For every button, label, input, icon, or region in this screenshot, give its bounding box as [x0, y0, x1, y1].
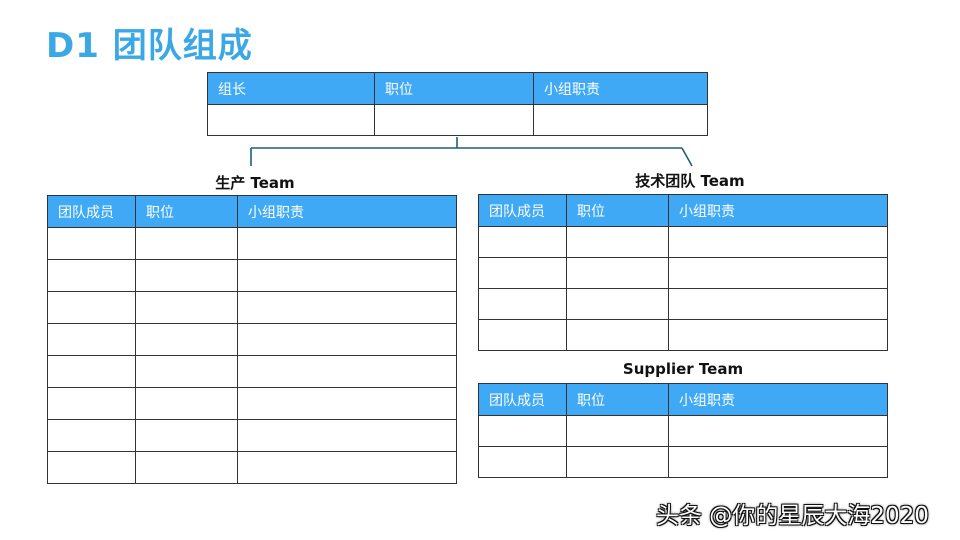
- table-row: [478, 226, 888, 258]
- table-row: [47, 387, 457, 420]
- tech-team-table: 团队成员 职位 小组职责: [478, 194, 888, 351]
- table-row: [47, 355, 457, 388]
- table-cell[interactable]: [533, 104, 708, 136]
- table-row: [47, 259, 457, 292]
- table-cell[interactable]: [47, 387, 136, 420]
- table-cell[interactable]: [207, 104, 375, 136]
- table-cell[interactable]: [135, 291, 238, 324]
- table-cell[interactable]: [566, 319, 669, 351]
- table-cell[interactable]: [47, 291, 136, 324]
- table-row: [478, 319, 888, 351]
- table-row: [47, 291, 457, 324]
- watermark: 头条 @你的星辰大海2020: [656, 503, 929, 529]
- table-cell[interactable]: [478, 319, 567, 351]
- table-cell[interactable]: [237, 291, 457, 324]
- table-cell[interactable]: [135, 387, 238, 420]
- table-row: [478, 446, 888, 478]
- table-cell[interactable]: [237, 387, 457, 420]
- table-row: [478, 257, 888, 289]
- header-member: 团队成员: [478, 383, 567, 416]
- table-row: [47, 227, 457, 260]
- leader-table: 组长 职位 小组职责: [207, 72, 708, 136]
- table-cell[interactable]: [668, 226, 888, 258]
- production-team-table: 团队成员 职位 小组职责: [47, 195, 457, 484]
- table-cell[interactable]: [566, 288, 669, 320]
- table-cell[interactable]: [47, 227, 136, 260]
- table-row: [47, 323, 457, 356]
- table-cell[interactable]: [478, 446, 567, 478]
- table-cell[interactable]: [668, 257, 888, 289]
- table-cell[interactable]: [668, 446, 888, 478]
- table-cell[interactable]: [566, 257, 669, 289]
- table-cell[interactable]: [135, 355, 238, 388]
- header-position: 职位: [566, 194, 669, 227]
- table-row: [47, 451, 457, 484]
- table-cell[interactable]: [135, 323, 238, 356]
- table-cell[interactable]: [237, 323, 457, 356]
- table-cell[interactable]: [566, 446, 669, 478]
- table-cell[interactable]: [566, 415, 669, 447]
- header-duty: 小组职责: [668, 194, 888, 227]
- table-cell[interactable]: [478, 257, 567, 289]
- header-position: 职位: [566, 383, 669, 416]
- table-cell[interactable]: [668, 415, 888, 447]
- table-cell[interactable]: [237, 419, 457, 452]
- table-cell[interactable]: [668, 288, 888, 320]
- page-title: D1 团队组成: [46, 26, 253, 66]
- header-position: 职位: [374, 72, 534, 105]
- production-team-label: 生产 Team: [215, 174, 295, 192]
- table-cell[interactable]: [135, 227, 238, 260]
- table-cell[interactable]: [135, 259, 238, 292]
- header-leader: 组长: [207, 72, 375, 105]
- supplier-team-label: Supplier Team: [622, 360, 744, 378]
- table-cell[interactable]: [478, 288, 567, 320]
- header-position: 职位: [135, 195, 238, 228]
- table-cell[interactable]: [374, 104, 534, 136]
- header-member: 团队成员: [47, 195, 136, 228]
- table-cell[interactable]: [478, 226, 567, 258]
- table-cell[interactable]: [47, 355, 136, 388]
- table-cell[interactable]: [237, 227, 457, 260]
- table-cell[interactable]: [47, 419, 136, 452]
- table-cell[interactable]: [135, 451, 238, 484]
- table-cell[interactable]: [237, 355, 457, 388]
- table-row: [478, 288, 888, 320]
- table-cell[interactable]: [47, 323, 136, 356]
- table-cell[interactable]: [237, 259, 457, 292]
- header-duty: 小组职责: [237, 195, 457, 228]
- table-cell[interactable]: [668, 319, 888, 351]
- table-cell[interactable]: [135, 419, 238, 452]
- side-watermark: [940, 425, 952, 475]
- tech-team-label: 技术团队 Team: [635, 172, 745, 190]
- table-cell[interactable]: [237, 451, 457, 484]
- header-duty: 小组职责: [533, 72, 708, 105]
- supplier-team-table: 团队成员 职位 小组职责: [478, 383, 888, 478]
- table-row: [47, 419, 457, 452]
- table-cell[interactable]: [47, 259, 136, 292]
- table-cell[interactable]: [47, 451, 136, 484]
- header-duty: 小组职责: [668, 383, 888, 416]
- header-member: 团队成员: [478, 194, 567, 227]
- table-cell[interactable]: [566, 226, 669, 258]
- table-cell[interactable]: [478, 415, 567, 447]
- table-row: [207, 104, 708, 136]
- table-row: [478, 415, 888, 447]
- connector-line: [250, 137, 693, 167]
